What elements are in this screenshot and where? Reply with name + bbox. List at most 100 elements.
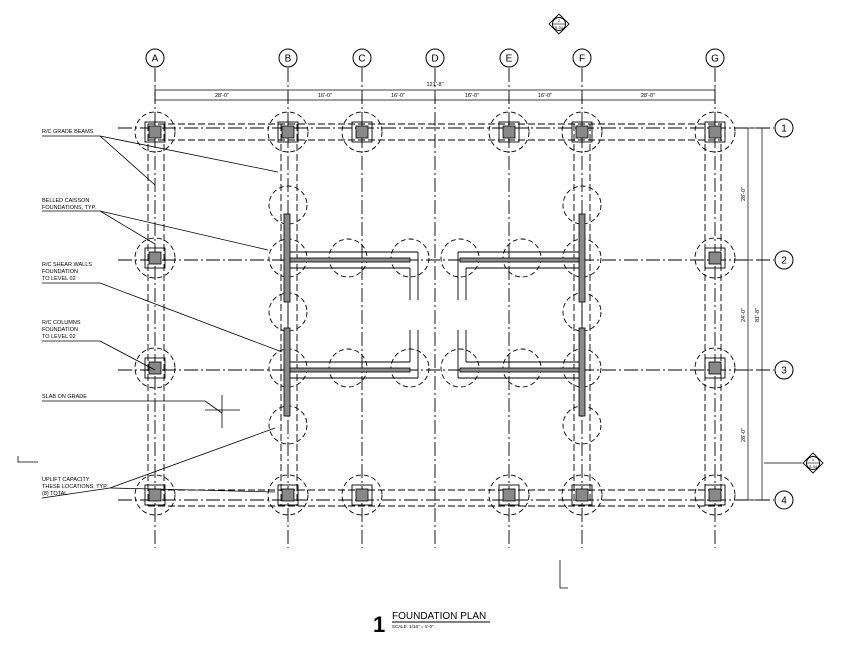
column-14 xyxy=(708,251,722,265)
dim-bay-bc: 16'-0" xyxy=(318,93,332,99)
grid-label-E: E xyxy=(506,54,513,65)
column-6 xyxy=(502,125,516,139)
dim-overall-width: 121'-8" xyxy=(426,82,443,88)
title-name: FOUNDATION PLAN xyxy=(392,611,486,622)
column-pier-8 xyxy=(571,121,593,143)
grid-bubbles: A B C D E F G 1 2 3 4 xyxy=(145,48,794,510)
note-belled-caisson: BELLED CAISSON FOUNDATIONS, TYP. xyxy=(42,198,97,211)
caisson-1 xyxy=(134,474,176,516)
caisson-15 xyxy=(694,347,736,389)
caisson-0 xyxy=(134,111,176,153)
column-pier-7 xyxy=(498,484,520,506)
caisson-14 xyxy=(694,237,736,279)
dim-bay-ab: 28'-0" xyxy=(215,93,229,99)
grid-label-D: D xyxy=(431,54,438,65)
grid-label-A: A xyxy=(152,54,159,65)
drawing-title: 1 FOUNDATION PLAN SCALE: 1/16" = 1'-0" xyxy=(373,611,490,637)
column-pier-12 xyxy=(144,247,166,269)
column-pier-3 xyxy=(277,484,299,506)
section-marker-right: 1 S-04 xyxy=(764,452,824,474)
dim-bay-cd: 16'-0" xyxy=(391,93,405,99)
grid-label-4: 4 xyxy=(781,496,787,507)
caisson-3 xyxy=(267,474,309,516)
column-11 xyxy=(708,488,722,502)
column-7 xyxy=(502,488,516,502)
note-shear-walls: R/C SHEAR WALLS FOUNDATION TO LEVEL 02 xyxy=(42,262,93,282)
column-9 xyxy=(575,488,589,502)
dim-bay-de: 16'-0" xyxy=(465,93,479,99)
annotation-notes: R/C GRADE BEAMS BELLED CAISSON FOUNDATIO… xyxy=(17,129,568,589)
note-slab-on-grade: SLAB ON GRADE xyxy=(42,394,87,400)
column-1 xyxy=(148,488,162,502)
grid-label-2: 2 xyxy=(781,256,787,267)
column-12 xyxy=(148,251,162,265)
caisson-12 xyxy=(134,237,176,279)
column-pier-0 xyxy=(144,121,166,143)
grid-bubble-B xyxy=(278,48,298,68)
dim-row-bay-23: 24'-0" xyxy=(741,308,747,322)
grid-label-G: G xyxy=(711,54,719,65)
column-pier-13 xyxy=(144,357,166,379)
grid-label-C: C xyxy=(358,54,365,65)
column-2 xyxy=(281,125,295,139)
caisson-20 xyxy=(268,185,308,225)
grid-bubble-2 xyxy=(774,250,794,270)
column-10 xyxy=(708,125,722,139)
grid-lines xyxy=(118,68,774,548)
dim-bay-fg: 28'-0" xyxy=(641,93,655,99)
column-3 xyxy=(281,488,295,502)
column-pier-9 xyxy=(571,484,593,506)
caisson-2 xyxy=(267,111,309,153)
grid-label-3: 3 xyxy=(781,366,787,377)
column-5 xyxy=(355,488,369,502)
grid-bubble-1 xyxy=(774,118,794,138)
section-right-number: 1 xyxy=(812,457,815,462)
grid-label-1: 1 xyxy=(781,124,787,135)
dim-row-bay-34: 28'-0" xyxy=(741,428,747,442)
caisson-5 xyxy=(341,474,383,516)
grid-bubble-D xyxy=(425,48,445,68)
note-rc-columns: R/C COLUMNS FOUNDATION TO LEVEL 02 xyxy=(42,320,82,340)
caisson-13 xyxy=(134,347,176,389)
note-grade-beams: R/C GRADE BEAMS xyxy=(42,129,94,135)
column-4 xyxy=(355,125,369,139)
caisson-11 xyxy=(694,474,736,516)
column-pier-11 xyxy=(704,484,726,506)
note-uplift-capacity: UPLIFT CAPACITY THESE LOCATIONS, TYP. (8… xyxy=(42,477,109,497)
shear-walls xyxy=(283,213,586,417)
dim-bay-ef: 16'-0" xyxy=(538,93,552,99)
column-8 xyxy=(575,125,589,139)
column-pier-1 xyxy=(144,484,166,506)
grid-bubble-4 xyxy=(774,490,794,510)
column-pier-2 xyxy=(277,121,299,143)
caisson-4 xyxy=(341,111,383,153)
column-pier-14 xyxy=(704,247,726,269)
grid-bubble-F xyxy=(572,48,592,68)
column-0 xyxy=(148,125,162,139)
grid-label-F: F xyxy=(579,54,585,65)
section-top-sheet: S-04 xyxy=(555,25,564,30)
column-pier-4 xyxy=(351,121,373,143)
caisson-10 xyxy=(694,111,736,153)
caisson-7 xyxy=(488,474,530,516)
section-right-sheet: S-04 xyxy=(809,464,818,469)
column-pier-15 xyxy=(704,357,726,379)
caisson-8 xyxy=(561,111,603,153)
grid-bubble-G xyxy=(705,48,725,68)
title-number: 1 xyxy=(373,612,385,637)
dim-overall-height: 81'-8" xyxy=(755,308,761,322)
column-13 xyxy=(148,361,162,375)
rc-columns xyxy=(144,121,726,506)
dim-row-bay-12: 28'-0" xyxy=(741,187,747,201)
grid-bubble-C xyxy=(352,48,372,68)
title-scale: SCALE: 1/16" = 1'-0" xyxy=(392,624,434,629)
column-pier-10 xyxy=(704,121,726,143)
dimension-strings: 121'-8" 28'-0" 16'-0" 16'-0" 16'-0" 16'-… xyxy=(154,82,770,501)
section-top-number: 2 xyxy=(558,18,561,23)
grid-label-B: B xyxy=(285,54,292,65)
grid-bubble-E xyxy=(499,48,519,68)
column-pier-5 xyxy=(351,484,373,506)
section-marker-top: 2 S-04 xyxy=(548,13,570,35)
caisson-9 xyxy=(561,474,603,516)
